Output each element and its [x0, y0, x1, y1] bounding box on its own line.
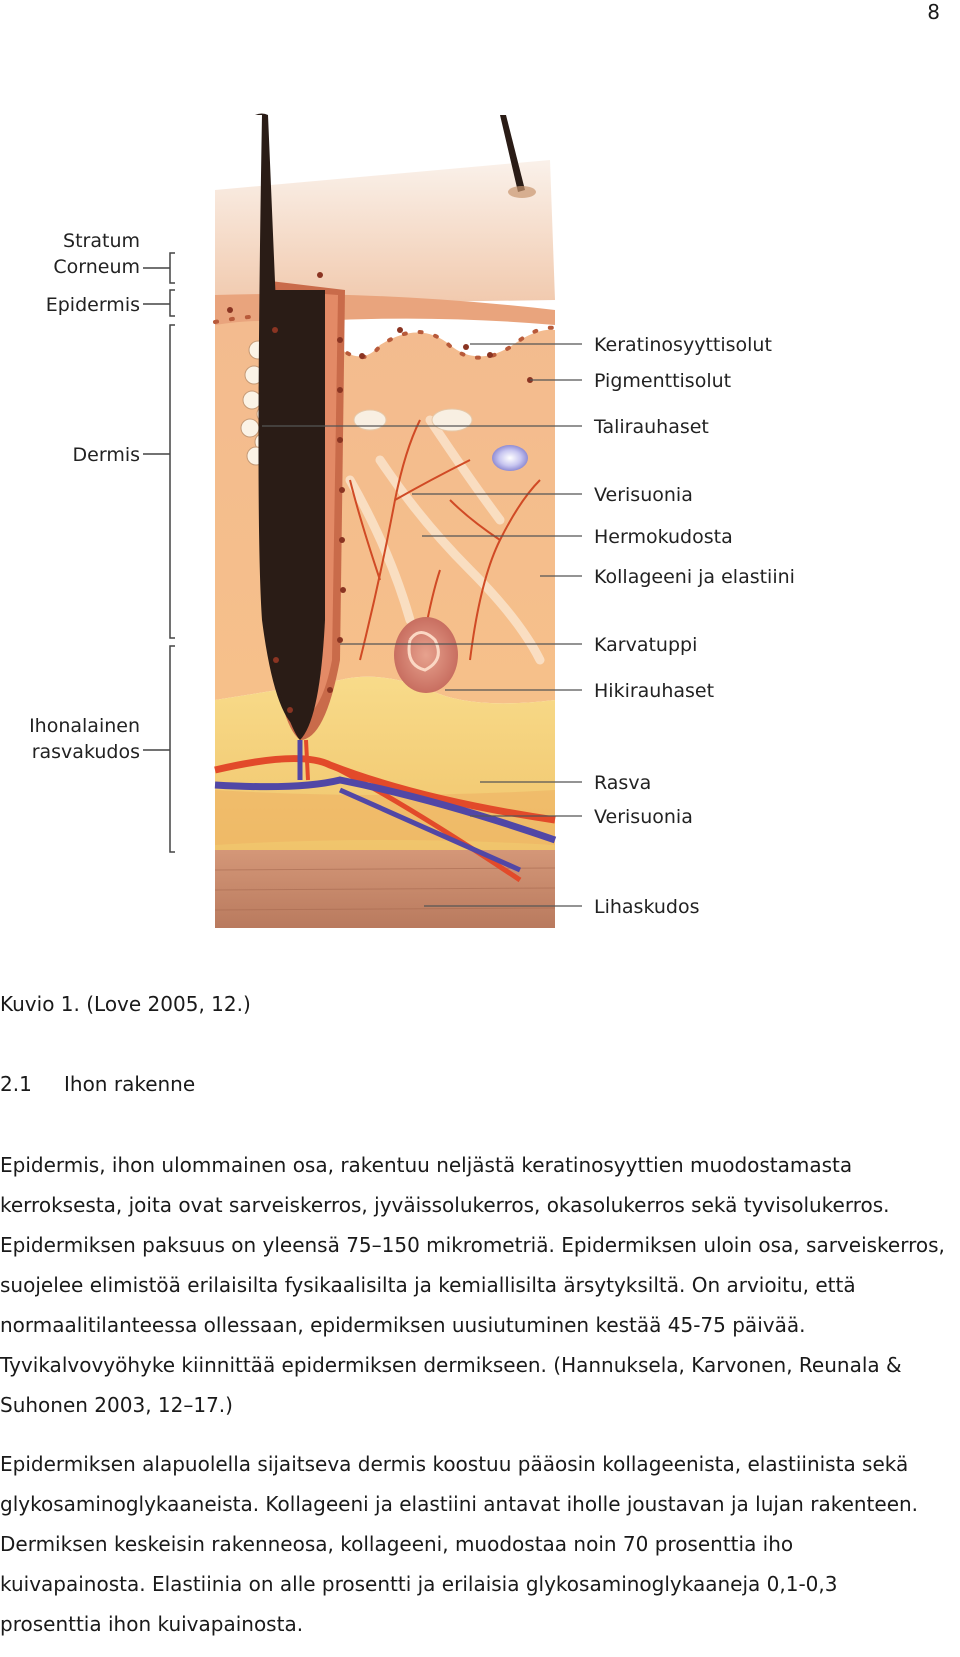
label-subcutaneous-fat: Ihonalainen rasvakudos [29, 715, 140, 763]
tali-gland-oval [353, 409, 387, 431]
label-pigment-cells: Pigmenttisolut [594, 370, 732, 392]
section-number: 2.1 [0, 1072, 32, 1096]
left-brackets [143, 252, 175, 853]
label-sebaceous-glands: Talirauhaset [594, 416, 709, 438]
label-blood-vessels: Verisuonia [594, 484, 693, 506]
sweat-gland [394, 617, 458, 693]
label-epidermis: Epidermis [45, 294, 140, 316]
fascia-band [215, 790, 555, 845]
section-heading: 2.1 Ihon rakenne [0, 1072, 195, 1096]
section-title: Ihon rakenne [64, 1072, 196, 1096]
label-dermis: Dermis [72, 444, 140, 466]
nerve-ending [492, 445, 528, 471]
skin-cross-section-illustration [143, 113, 582, 928]
right-leader-lines [262, 343, 582, 907]
label-fat: Rasva [594, 772, 652, 794]
vein [214, 776, 557, 844]
label-sweat-glands: Hikirauhaset [594, 680, 715, 702]
label-stratum-corneum: Stratum Corneum [53, 230, 140, 278]
label-keratinocytes: Keratinosyyttisolut [594, 334, 772, 356]
skin-surface [215, 160, 555, 305]
figure-caption: Kuvio 1. (Love 2005, 12.) [0, 992, 251, 1016]
paragraph-2: Epidermiksen alapuolella sijaitseva derm… [0, 1452, 919, 1636]
hair-shaft-2 [500, 115, 525, 192]
label-blood-vessels-deep: Verisuonia [594, 806, 693, 828]
paragraph-1: Epidermis, ihon ulommainen osa, rakentuu… [0, 1153, 945, 1417]
label-collagen-elastin: Kollageeni ja elastiini [594, 566, 795, 588]
page-number: 8 [927, 0, 940, 24]
label-nerve-tissue: Hermokudosta [594, 526, 733, 548]
label-muscle-tissue: Lihaskudos [594, 896, 700, 918]
skin-diagram-figure: Stratum Corneum Epidermis Dermis Ihonala… [0, 100, 960, 990]
label-hair-follicle: Karvatuppi [594, 634, 698, 656]
